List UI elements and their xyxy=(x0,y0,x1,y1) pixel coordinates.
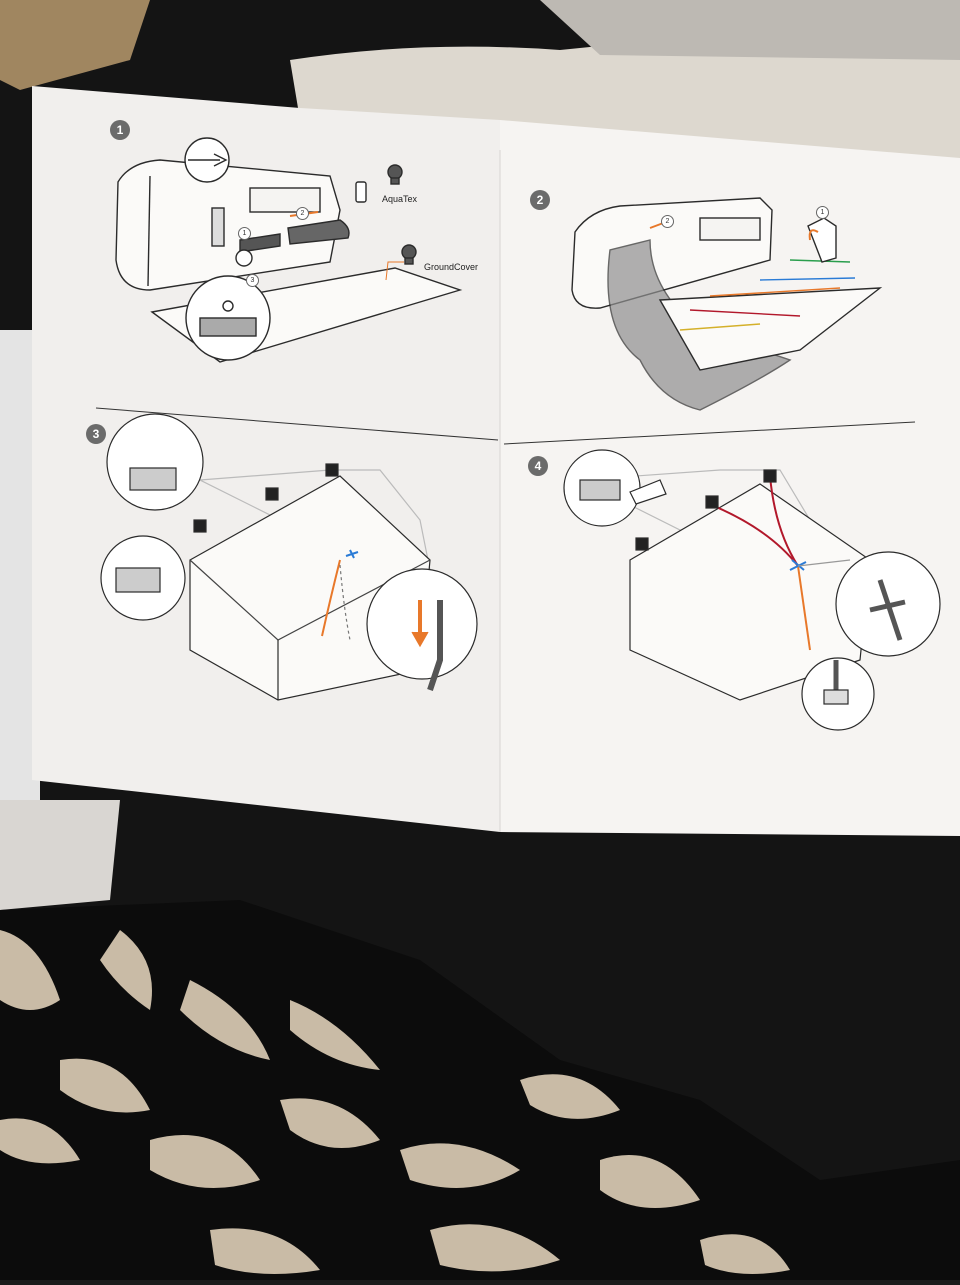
patterned-cloth xyxy=(0,900,960,1280)
step-4-badge: 4 xyxy=(528,456,548,476)
step1-callout-3: 3 xyxy=(246,274,259,287)
left-white-fabric xyxy=(0,330,40,800)
step-3-badge: 3 xyxy=(86,424,106,444)
step-1-badge: 1 xyxy=(110,120,130,140)
step-2-badge: 2 xyxy=(530,190,550,210)
step4-illustration xyxy=(563,449,941,731)
step1-callout-2: 2 xyxy=(296,207,309,220)
step2-illustration xyxy=(571,197,883,411)
step2-callout-2: 2 xyxy=(661,215,674,228)
step1-illustration xyxy=(115,137,463,363)
step2-callout-1: 1 xyxy=(816,206,829,219)
top-gray-fabric xyxy=(540,0,960,60)
left-lower-fabric xyxy=(0,800,120,910)
step1-callout-1: 1 xyxy=(238,227,251,240)
aquatex-label: AquaTex xyxy=(382,194,418,204)
step3-illustration xyxy=(100,413,478,701)
cardboard-corner xyxy=(0,0,150,90)
groundcover-label: GroundCover xyxy=(424,262,479,272)
